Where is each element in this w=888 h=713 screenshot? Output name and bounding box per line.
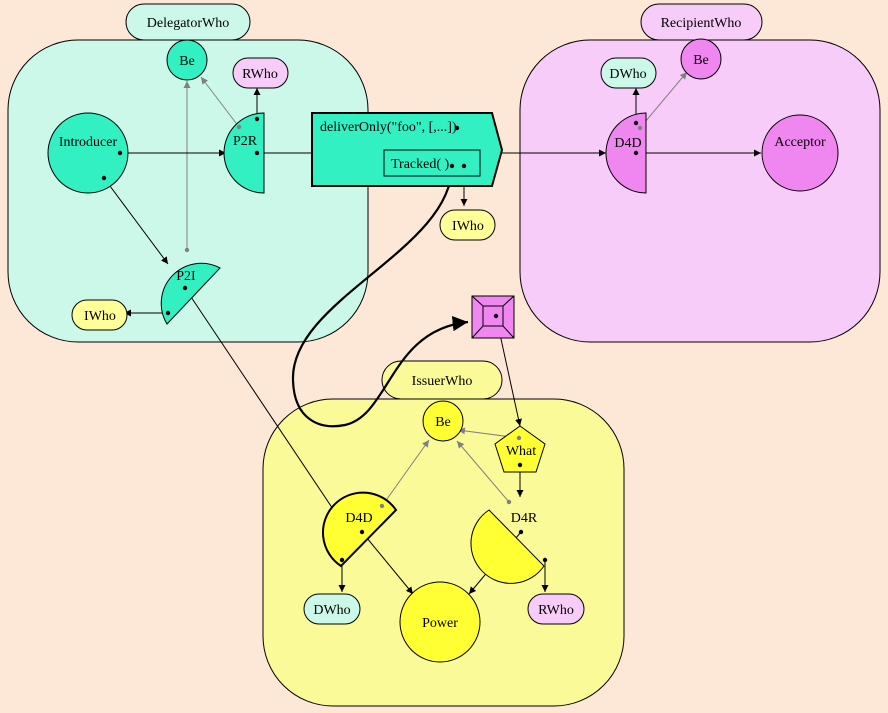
recipient-label: RecipientWho — [661, 16, 742, 31]
issuer-label: IssuerWho — [412, 374, 473, 389]
connection-dots — [101, 116, 643, 563]
arrow-d4r-to-be — [456, 440, 510, 503]
p2i-label: P2I — [176, 269, 196, 284]
issuer-dwho-label: DWho — [313, 603, 350, 618]
arrow-d4d-to-recipient-be — [639, 71, 688, 129]
introducer-node[interactable] — [47, 112, 129, 194]
delegator-label: DelegatorWho — [147, 16, 229, 31]
recipient-dwho-label: DWho — [609, 67, 646, 82]
arrow-p2r-to-be — [200, 76, 240, 128]
message-iwho-node[interactable] — [439, 209, 496, 241]
d4r-node[interactable] — [470, 509, 545, 584]
delegator-rwho-node[interactable] — [232, 57, 289, 89]
acceptor-node[interactable] — [761, 114, 839, 192]
swiss-box-icon[interactable] — [471, 295, 515, 339]
power-label: Power — [422, 616, 458, 631]
issuer-d4d-node[interactable] — [322, 491, 398, 568]
message-iwho-label: IWho — [452, 219, 484, 234]
delegator-iwho-label: IWho — [84, 309, 116, 324]
issuer-be-label: Be — [435, 415, 451, 430]
introducer-label: Introducer — [59, 135, 118, 150]
issuer-rwho-node[interactable] — [527, 593, 585, 625]
issuer-rwho-label: RWho — [538, 603, 574, 618]
issuer-tab — [381, 360, 503, 400]
issuer-dwho-node[interactable] — [303, 593, 361, 625]
recipient-dwho-node[interactable] — [600, 57, 657, 89]
p2i-node[interactable] — [160, 262, 221, 325]
recipient-region — [519, 39, 881, 343]
issuer-be-node[interactable] — [422, 400, 464, 442]
arrow-issuer-d4d-to-be — [381, 439, 430, 507]
issuer-d4d-label: D4D — [345, 511, 372, 526]
tracked-box[interactable] — [383, 149, 481, 177]
delegator-be-label: Be — [179, 54, 195, 69]
message-text: deliverOnly("foo", [,...]) — [320, 120, 457, 135]
tracked-label: Tracked( ) — [391, 157, 450, 172]
acceptor-label: Acceptor — [774, 135, 826, 150]
arrow-introducer-to-p2i — [103, 177, 169, 265]
recipient-d4d-label: D4D — [614, 136, 641, 151]
arrow-tracked-to-swiss — [291, 165, 469, 428]
p2r-node[interactable] — [223, 112, 265, 194]
delegator-iwho-node[interactable] — [71, 299, 128, 331]
delegator-be-node[interactable] — [166, 39, 208, 81]
arrow-p2i-to-issuer-d4d — [184, 287, 344, 525]
recipient-be-node[interactable] — [680, 38, 722, 80]
p2r-label: P2R — [233, 134, 258, 149]
arrow-issuer-d4d-to-power — [361, 531, 414, 595]
delegator-rwho-label: RWho — [242, 67, 278, 82]
what-label: What — [506, 444, 536, 459]
recipient-d4d-node[interactable] — [605, 112, 647, 194]
recipient-be-label: Be — [693, 53, 709, 68]
power-node[interactable] — [399, 581, 481, 663]
d4r-label: D4R — [511, 511, 538, 526]
what-node[interactable] — [494, 425, 546, 473]
